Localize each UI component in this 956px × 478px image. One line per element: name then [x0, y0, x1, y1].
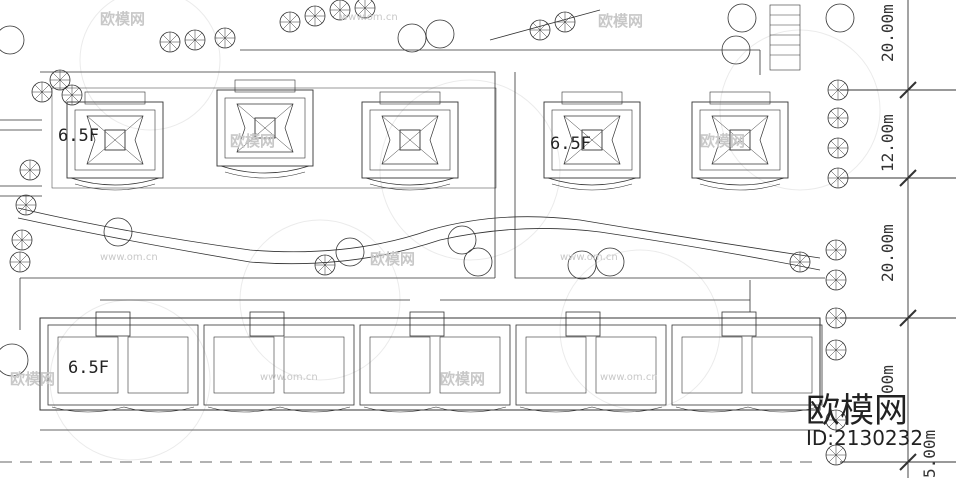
watermark-url: www.om.cn [340, 12, 398, 23]
building-label: 6.5F [68, 358, 109, 378]
watermark-url: www.om.cn [560, 252, 618, 263]
dimension-label: 20.00m [878, 4, 897, 62]
building-label: 6.5F [550, 134, 591, 154]
watermark-url: www.om.cn [600, 372, 658, 383]
watermark-brand: 欧模网 [370, 250, 416, 268]
watermark-url: www.om.cn [260, 372, 318, 383]
model-id: ID:2130232 [806, 426, 924, 450]
watermark-brand: 欧模网 [700, 132, 746, 150]
watermark-brand: 欧模网 [440, 370, 486, 388]
brand-logo-text: 欧模网 [806, 391, 908, 431]
dimension-label: 20.00m [878, 224, 897, 282]
watermark-brand: 欧模网 [230, 132, 276, 150]
building-label: 6.5F [58, 126, 99, 146]
watermark-brand: 欧模网 [100, 10, 146, 28]
watermark-url: www.om.cn [100, 252, 158, 263]
dimension-label: 12.00m [878, 114, 897, 172]
watermark-brand: 欧模网 [598, 12, 644, 30]
watermark-brand: 欧模网 [10, 370, 56, 388]
